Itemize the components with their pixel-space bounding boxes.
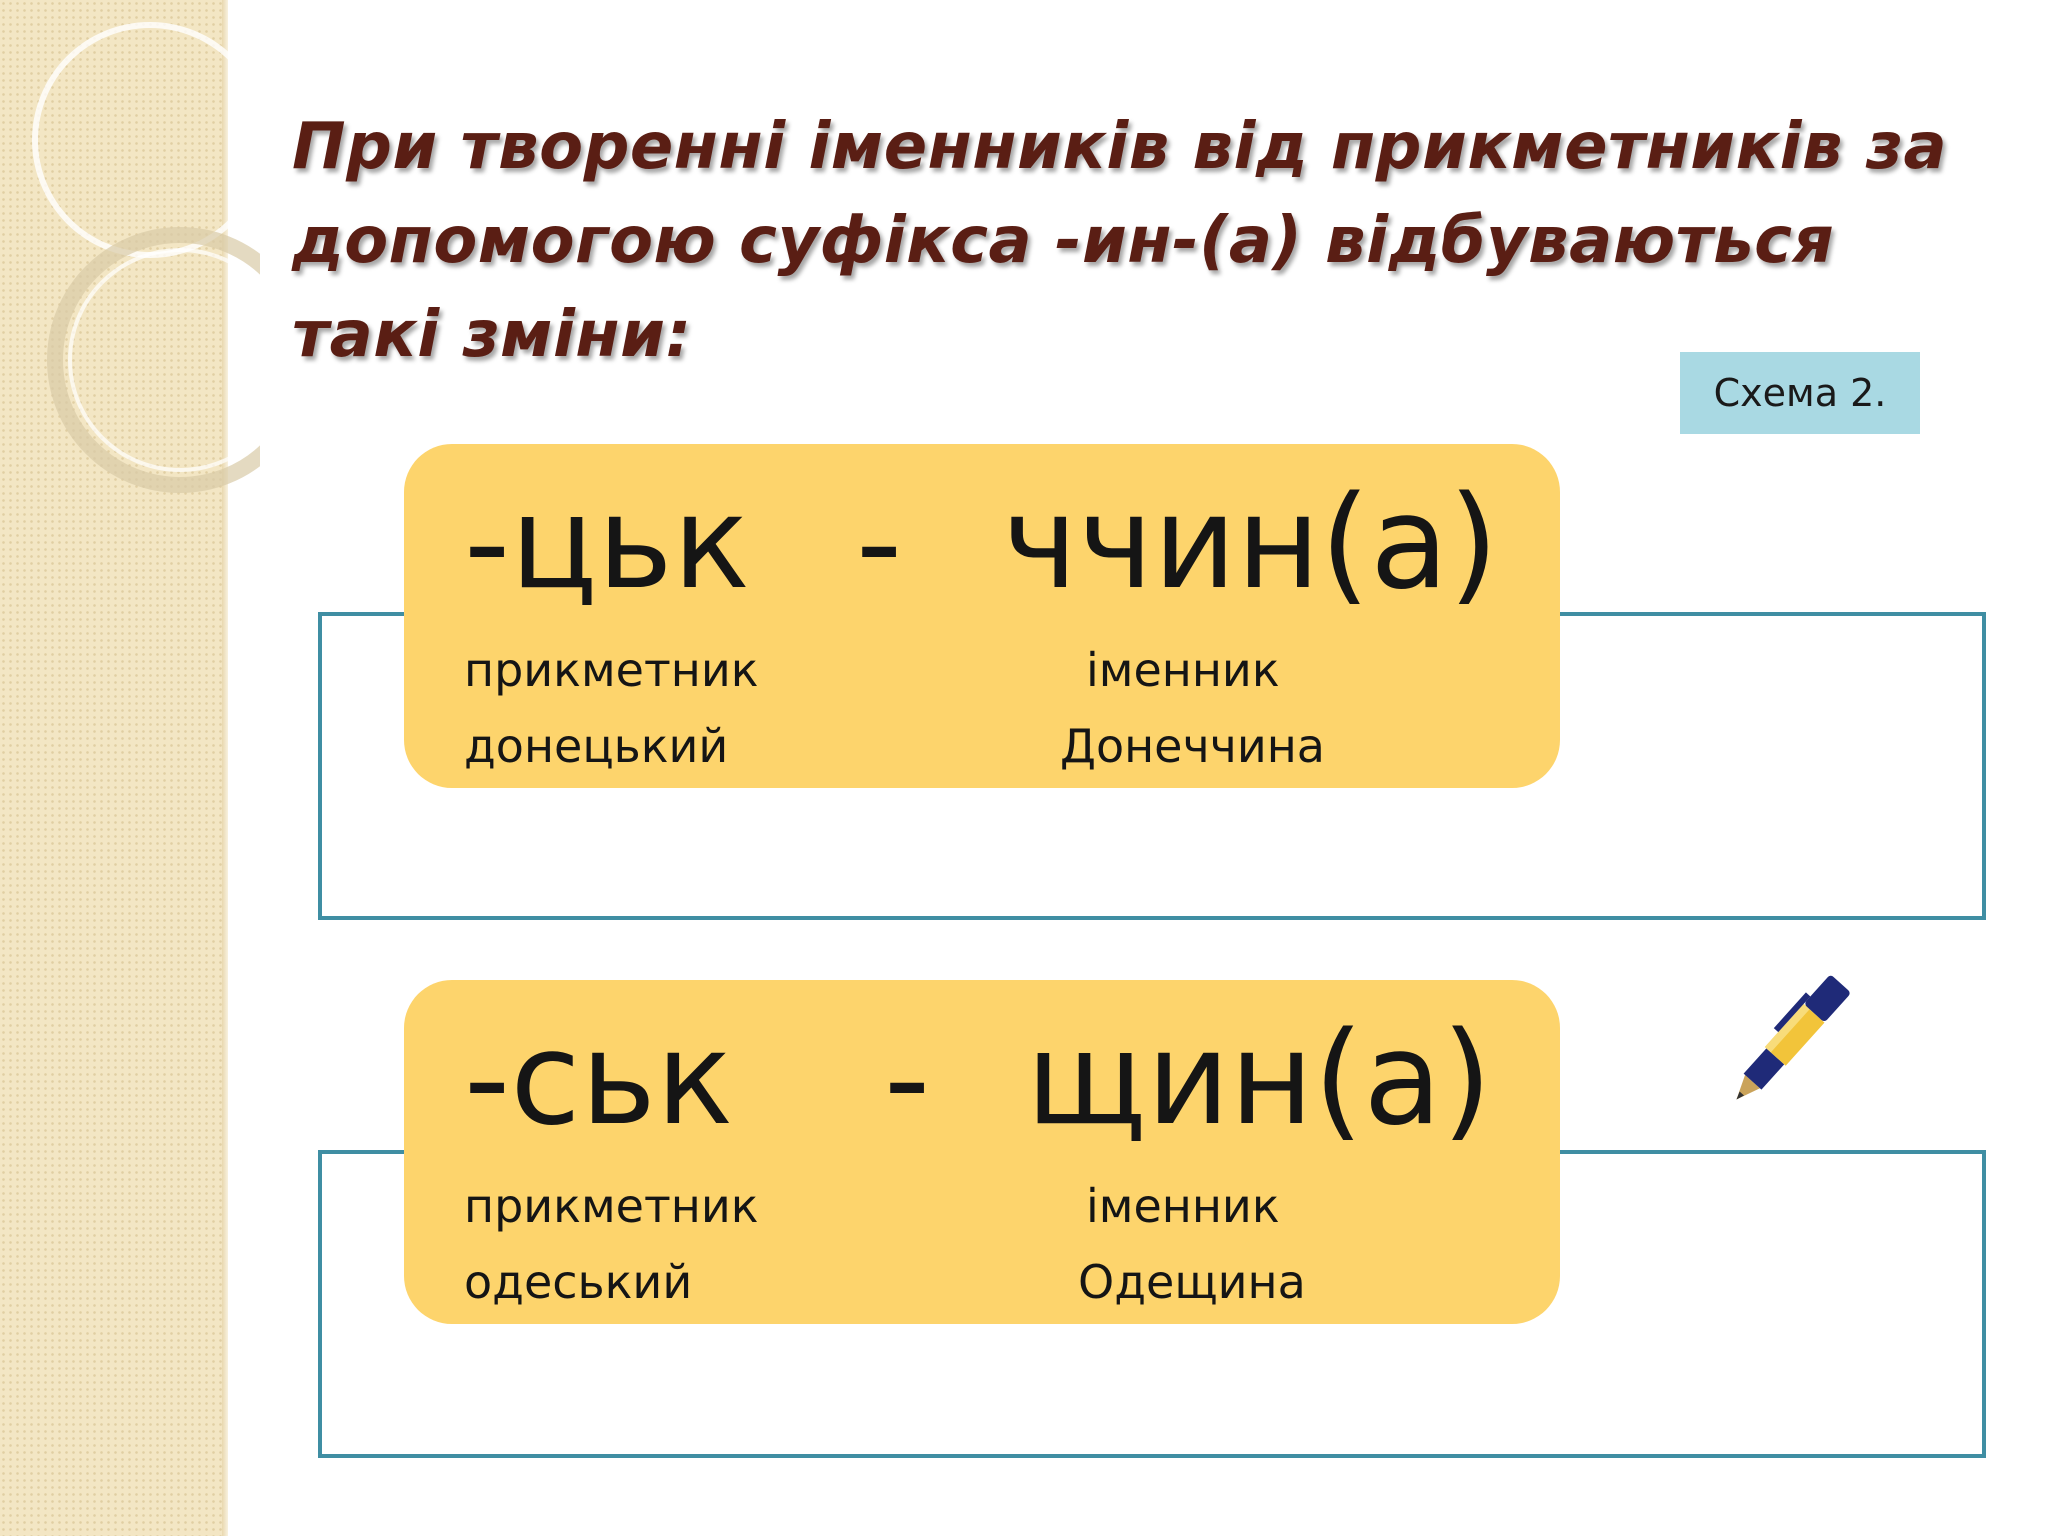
example-noun: Донеччина: [1060, 719, 1325, 773]
decorative-circles: [32, 22, 260, 493]
sidebar-edge: [222, 0, 228, 1536]
noun-suffix: щин(а): [1026, 1005, 1492, 1154]
label-adjective: прикметник: [464, 1179, 759, 1233]
dash: -: [884, 1005, 931, 1154]
slide-title: При творенні іменників від прикметників …: [292, 110, 1948, 372]
pen-icon: [1736, 975, 1850, 1100]
example-adjective: донецький: [464, 719, 729, 773]
noun-suffix: ччин(а): [1002, 469, 1499, 618]
scheme-label: Схема 2.: [1680, 352, 1920, 434]
label-adjective: прикметник: [464, 643, 759, 697]
label-noun: іменник: [1086, 643, 1280, 697]
adj-suffix: -цьк: [464, 469, 751, 618]
dash: -: [856, 469, 903, 618]
example-noun: Одещина: [1078, 1255, 1306, 1309]
example-adjective: одеський: [464, 1255, 693, 1309]
rule-pill-1: -цьк - ччин(а) прикметник іменник донець…: [404, 444, 1560, 788]
label-noun: іменник: [1086, 1179, 1280, 1233]
rule-pill-2: -ськ - щин(а) прикметник іменник одеськи…: [404, 980, 1560, 1324]
adj-suffix: -ськ: [464, 1005, 734, 1154]
